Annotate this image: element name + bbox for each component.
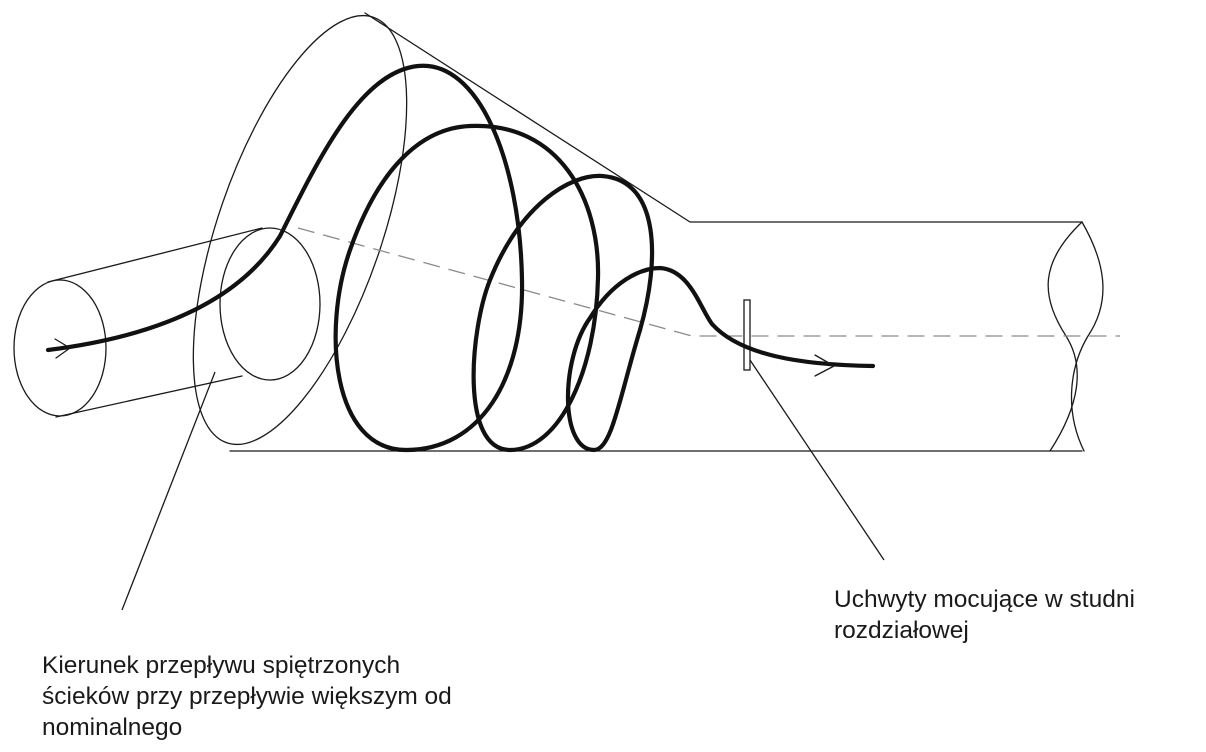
conical-vortex-chamber <box>192 12 1083 452</box>
center-axis-dashed-line <box>297 227 1120 337</box>
flow-direction-label-line-2: ścieków przy przepływie większym od <box>42 683 452 710</box>
inlet-pipe-bottom-edge <box>55 375 243 418</box>
bracket-label-leader-line <box>749 359 885 561</box>
flow-direction-label-line-1: Kierunek przepływu spiętrzonych <box>42 652 401 679</box>
mounting-brackets-label-line-2: rozdziałowej <box>834 617 969 644</box>
flow-label-leader-line <box>121 371 216 611</box>
flow-arrow-inlet-icon <box>54 338 71 359</box>
spiral-flow-path <box>45 63 876 453</box>
flow-direction-label: Kierunek przepływu spiętrzonych ścieków … <box>42 650 452 743</box>
outlet-pipe-break-curve-back <box>1070 221 1104 452</box>
mounting-brackets-label-line-1: Uchwyty mocujące w studni <box>834 586 1135 613</box>
inlet-pipe-back-ellipse <box>219 227 321 381</box>
flow-arrow-outlet-icon <box>814 354 835 377</box>
flow-direction-label-line-3: nominalnego <box>42 714 183 741</box>
inlet-pipe-top-edge <box>47 227 263 283</box>
cone-upper-edge <box>364 12 1083 223</box>
cone-large-rim-ellipse <box>192 14 408 446</box>
mounting-brackets-label: Uchwyty mocujące w studni rozdziałowej <box>834 584 1135 646</box>
mounting-bracket <box>743 299 751 371</box>
